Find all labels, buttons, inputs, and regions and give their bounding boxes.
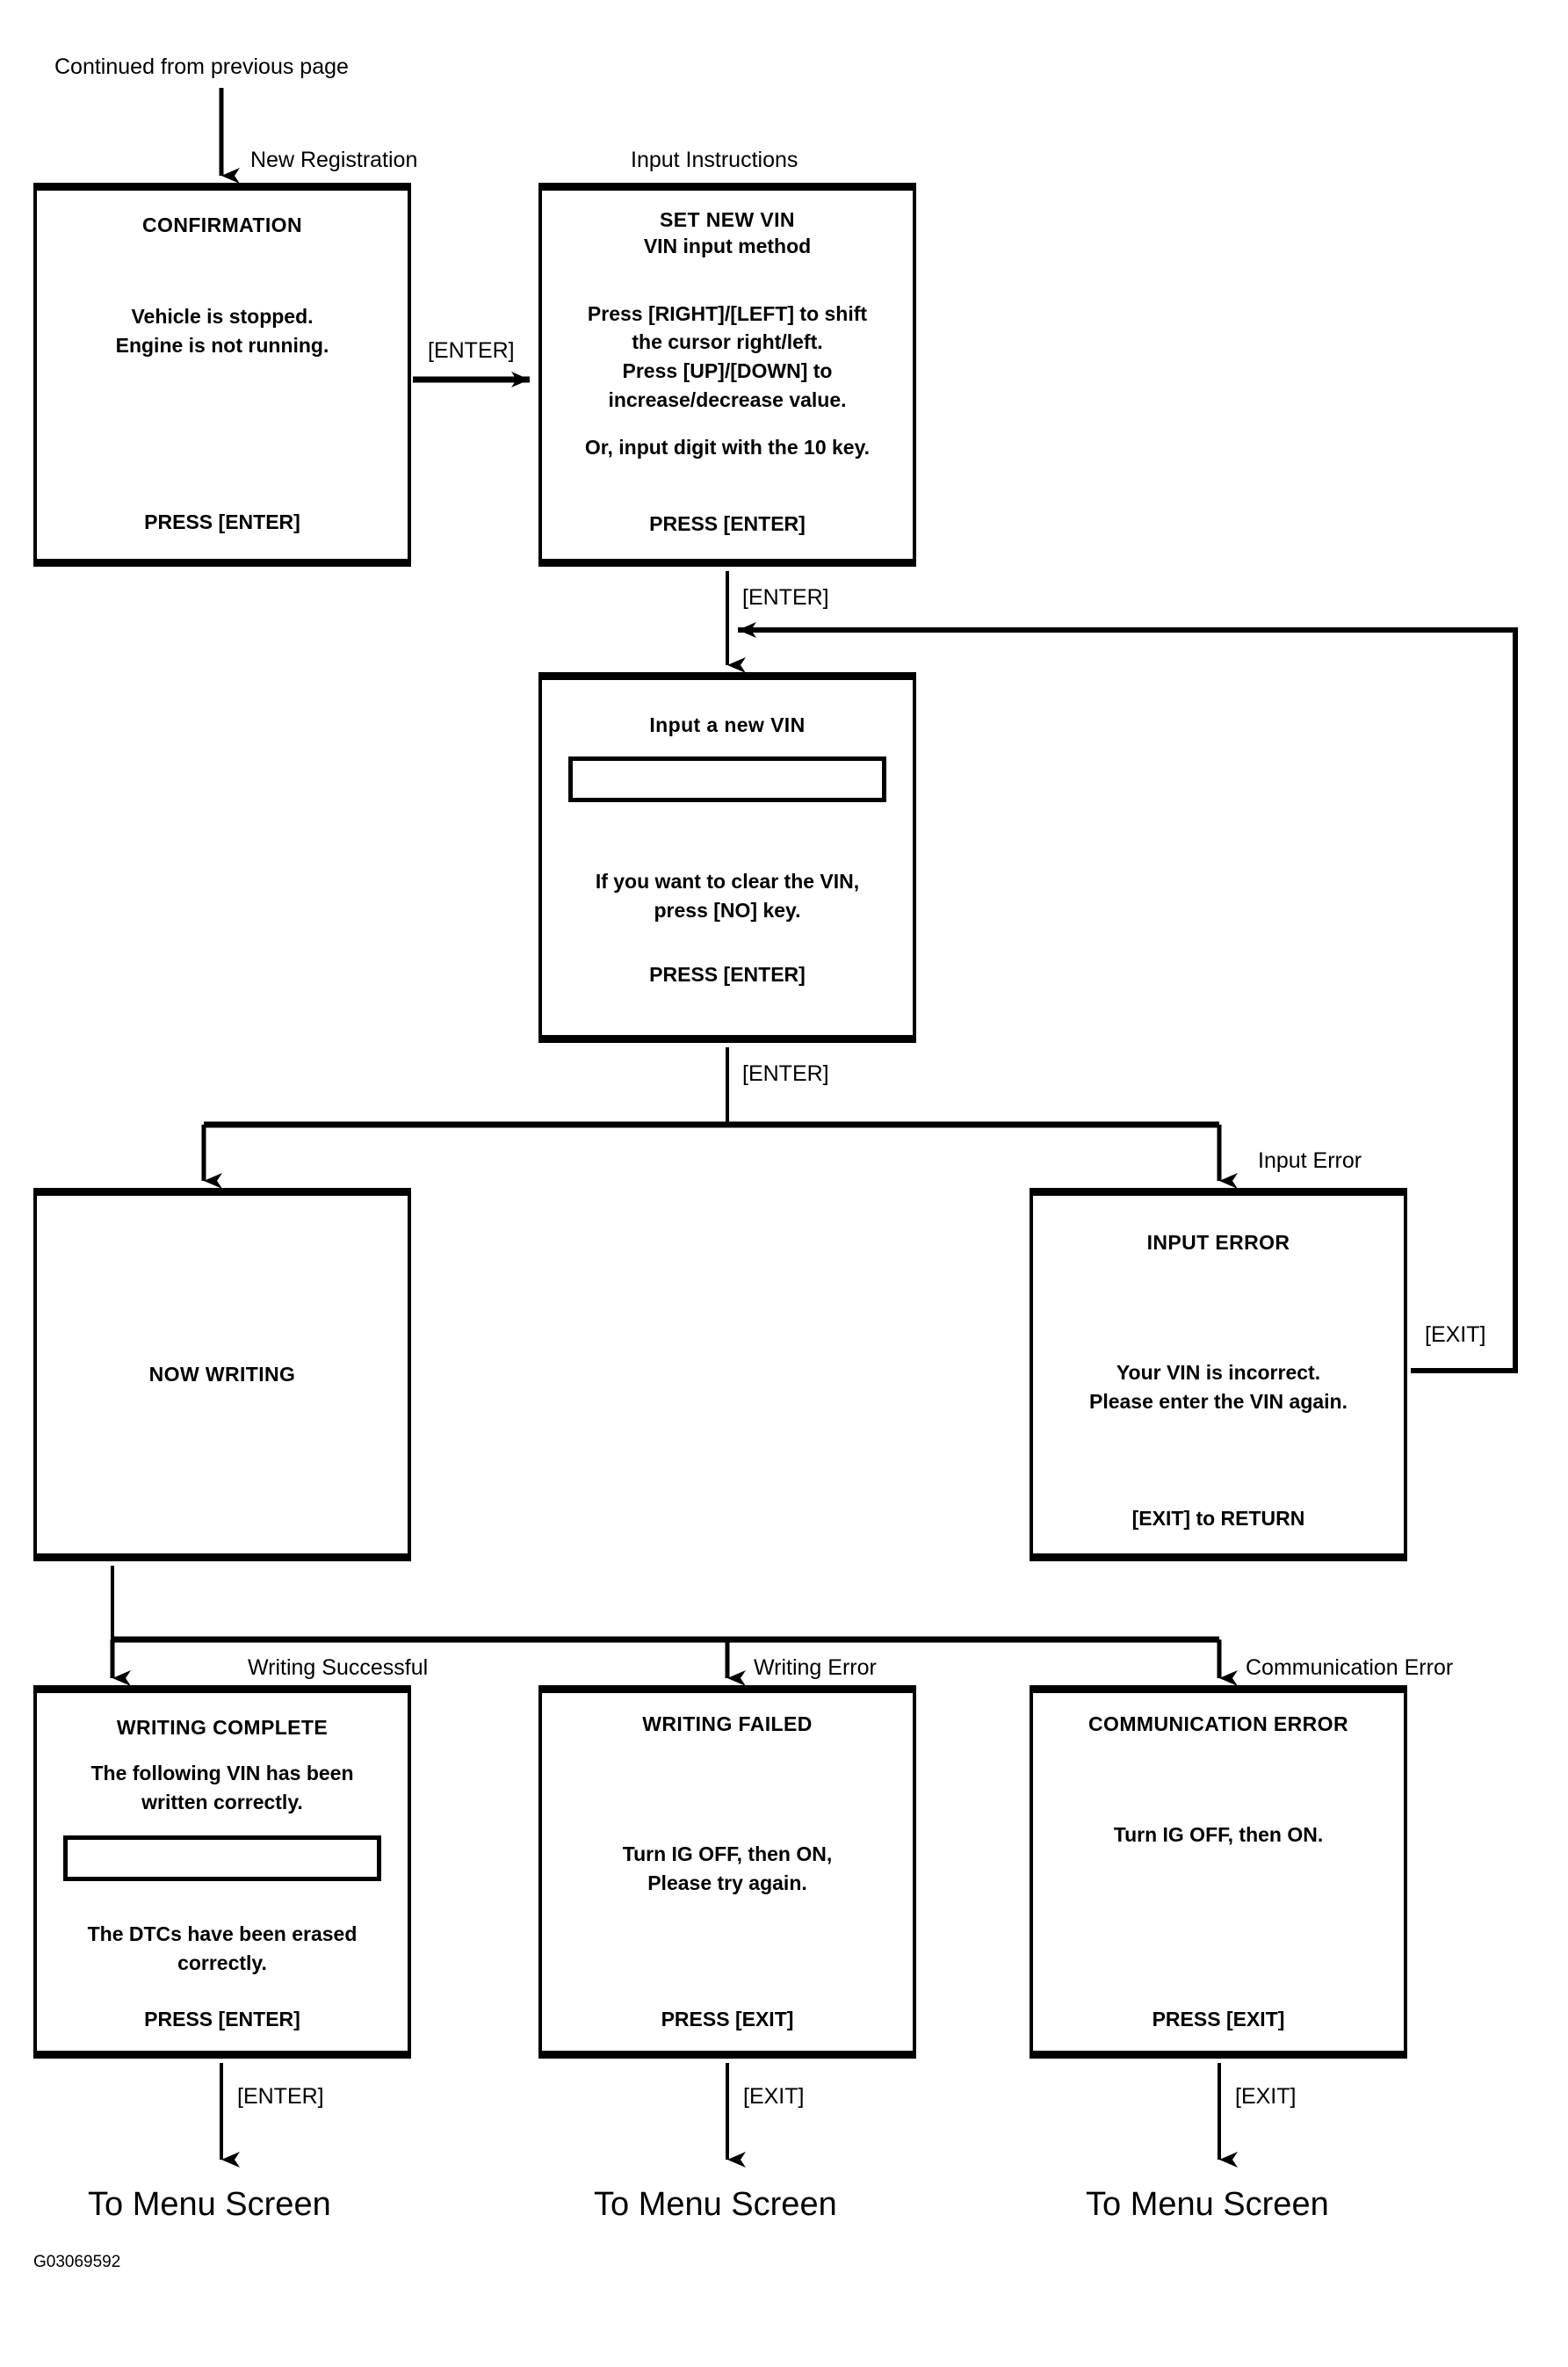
terminal-to-menu-left: To Menu Screen xyxy=(88,2186,331,2223)
writing-complete-footer: PRESS [ENTER] xyxy=(144,2008,300,2030)
entry-label: Continued from previous page xyxy=(54,54,349,79)
instructions-line-4: increase/decrease value. xyxy=(608,387,847,411)
confirmation-title: CONFIRMATION xyxy=(142,214,302,236)
confirmation-line-1: Vehicle is stopped. xyxy=(131,305,314,328)
comm-error-footer: PRESS [EXIT] xyxy=(1152,2008,1285,2030)
terminal-to-menu-right: To Menu Screen xyxy=(1086,2186,1329,2223)
edge-label-exit-return: [EXIT] xyxy=(1425,1322,1486,1347)
screen-confirmation[interactable]: CONFIRMATION Vehicle is stopped. Engine … xyxy=(33,183,411,567)
comm-error-line-1: Turn IG OFF, then ON. xyxy=(1113,1823,1324,1846)
edge-label-exit-comm: [EXIT] xyxy=(1235,2084,1297,2109)
instructions-line-2: the cursor right/left. xyxy=(632,330,823,354)
screen-writing-failed[interactable]: WRITING FAILED Turn IG OFF, then ON, Ple… xyxy=(538,1685,916,2059)
written-vin-field xyxy=(62,1835,382,1882)
input-error-line-1: Your VIN is incorrect. xyxy=(1116,1361,1321,1384)
edge-label-enter-complete: [ENTER] xyxy=(237,2084,324,2109)
instructions-note: Or, input digit with the 10 key. xyxy=(584,436,871,460)
label-input-error: Input Error xyxy=(1258,1148,1362,1173)
instructions-line-1: Press [RIGHT]/[LEFT] to shift xyxy=(587,301,868,325)
writing-failed-line-2: Please try again. xyxy=(647,1871,807,1894)
writing-failed-footer: PRESS [EXIT] xyxy=(661,2008,794,2030)
vin-input-field[interactable] xyxy=(567,756,887,802)
confirmation-line-2: Engine is not running. xyxy=(115,333,329,357)
input-vin-line-1: If you want to clear the VIN, xyxy=(595,870,860,893)
writing-complete-line-1: The following VIN has been xyxy=(90,1762,354,1784)
writing-complete-title: WRITING COMPLETE xyxy=(116,1716,329,1739)
instructions-subtitle: VIN input method xyxy=(643,235,812,257)
label-writing-successful: Writing Successful xyxy=(248,1655,429,1680)
writing-failed-title: WRITING FAILED xyxy=(642,1712,813,1735)
label-communication-error: Communication Error xyxy=(1246,1655,1454,1680)
screen-communication-error[interactable]: COMMUNICATION ERROR Turn IG OFF, then ON… xyxy=(1030,1685,1407,2059)
edge-label-exit-failed: [EXIT] xyxy=(743,2084,805,2109)
writing-complete-line-3: The DTCs have been erased xyxy=(87,1922,358,1946)
edge-label-enter-3: [ENTER] xyxy=(742,1061,829,1086)
terminal-to-menu-center: To Menu Screen xyxy=(594,2186,837,2223)
screen-writing-complete[interactable]: WRITING COMPLETE The following VIN has b… xyxy=(33,1685,411,2059)
instructions-line-3: Press [UP]/[DOWN] to xyxy=(622,358,833,382)
instructions-title: SET NEW VIN xyxy=(660,208,795,231)
writing-complete-line-4: correctly. xyxy=(177,1951,267,1974)
writing-complete-line-2: written correctly. xyxy=(141,1790,303,1813)
writing-failed-line-1: Turn IG OFF, then ON, xyxy=(622,1842,833,1865)
input-error-title: INPUT ERROR xyxy=(1146,1231,1290,1254)
screen-input-new-vin[interactable]: Input a new VIN If you want to clear the… xyxy=(538,672,916,1043)
label-input-instructions: Input Instructions xyxy=(631,148,798,172)
edge-label-enter-1: [ENTER] xyxy=(428,338,515,363)
now-writing-title: NOW WRITING xyxy=(148,1363,296,1386)
input-error-footer: [EXIT] to RETURN xyxy=(1131,1507,1305,1530)
input-vin-line-2: press [NO] key. xyxy=(654,898,801,922)
input-error-line-2: Please enter the VIN again. xyxy=(1088,1389,1348,1413)
label-new-registration: New Registration xyxy=(250,148,418,172)
edge-label-enter-2: [ENTER] xyxy=(742,585,829,610)
screen-set-new-vin[interactable]: SET NEW VIN VIN input method Press [RIGH… xyxy=(538,183,916,567)
input-vin-footer: PRESS [ENTER] xyxy=(649,963,806,987)
instructions-footer: PRESS [ENTER] xyxy=(649,512,806,535)
comm-error-title: COMMUNICATION ERROR xyxy=(1088,1712,1348,1735)
confirmation-footer: PRESS [ENTER] xyxy=(144,510,300,533)
input-vin-title: Input a new VIN xyxy=(649,713,806,736)
screen-now-writing[interactable]: NOW WRITING xyxy=(33,1188,411,1561)
label-writing-error: Writing Error xyxy=(754,1655,877,1680)
screen-input-error[interactable]: INPUT ERROR Your VIN is incorrect. Pleas… xyxy=(1030,1188,1407,1561)
figure-id: G03069592 xyxy=(33,2253,121,2271)
